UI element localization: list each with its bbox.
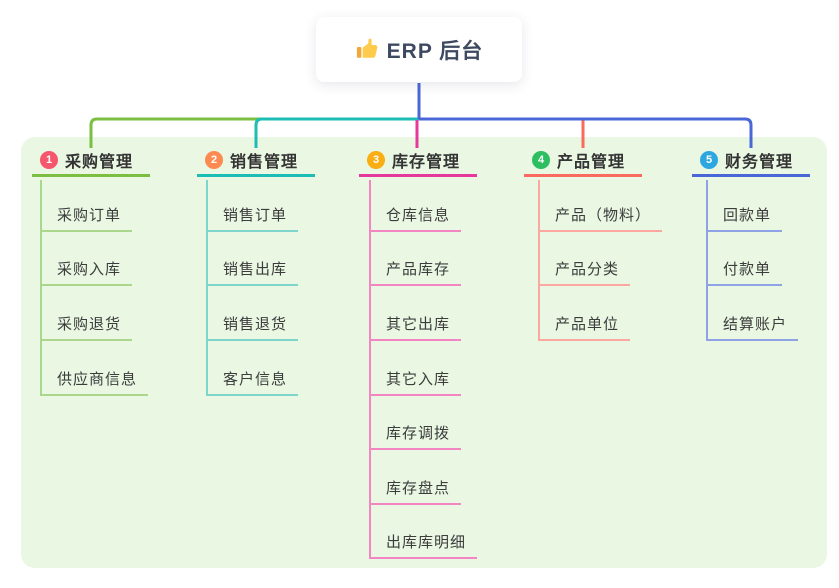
root-node[interactable]: ERP 后台 — [316, 17, 522, 82]
child-node[interactable]: 其它入库 — [369, 368, 461, 396]
child-label: 采购退货 — [57, 316, 122, 333]
child-node[interactable]: 产品分类 — [538, 258, 630, 286]
child-label: 采购订单 — [57, 207, 122, 224]
child-node[interactable]: 销售退货 — [206, 313, 298, 341]
branch-number-badge: 1 — [40, 151, 58, 169]
branch-children-line — [538, 180, 540, 341]
child-label: 产品（物料） — [555, 207, 652, 224]
child-label: 付款单 — [723, 261, 772, 278]
child-label: 库存调拨 — [386, 425, 451, 442]
branch-node-5[interactable]: 5 财务管理 — [692, 146, 810, 177]
branch-label: 产品管理 — [557, 154, 626, 171]
child-label: 供应商信息 — [57, 371, 138, 388]
child-label: 仓库信息 — [386, 207, 451, 224]
branch-number-badge: 5 — [700, 151, 718, 169]
child-node[interactable]: 产品单位 — [538, 313, 630, 341]
child-node[interactable]: 回款单 — [706, 204, 782, 232]
child-node[interactable]: 产品库存 — [369, 258, 461, 286]
branch-children-line — [206, 180, 208, 396]
child-node[interactable]: 结算账户 — [706, 313, 798, 341]
branch-number-badge: 2 — [205, 151, 223, 169]
child-label: 结算账户 — [723, 316, 788, 333]
child-node[interactable]: 产品（物料） — [538, 204, 662, 232]
child-node[interactable]: 库存调拨 — [369, 422, 461, 450]
child-node[interactable]: 销售出库 — [206, 258, 298, 286]
child-label: 回款单 — [723, 207, 772, 224]
child-label: 客户信息 — [223, 371, 288, 388]
child-label: 销售退货 — [223, 316, 288, 333]
child-label: 产品分类 — [555, 261, 620, 278]
branch-label: 采购管理 — [65, 154, 134, 171]
branch-node-1[interactable]: 1 采购管理 — [32, 146, 150, 177]
branch-label: 库存管理 — [392, 154, 461, 171]
branch-children-line — [706, 180, 708, 341]
child-label: 出库库明细 — [386, 534, 467, 551]
child-node[interactable]: 出库库明细 — [369, 531, 477, 559]
child-node[interactable]: 采购订单 — [40, 204, 132, 232]
child-node[interactable]: 销售订单 — [206, 204, 298, 232]
child-node[interactable]: 供应商信息 — [40, 368, 148, 396]
branch-label: 财务管理 — [725, 154, 794, 171]
child-label: 销售出库 — [223, 261, 288, 278]
branches-background-panel — [21, 137, 827, 568]
branch-node-3[interactable]: 3 库存管理 — [359, 146, 477, 177]
branch-children-line — [40, 180, 42, 396]
child-label: 采购入库 — [57, 261, 122, 278]
child-node[interactable]: 库存盘点 — [369, 477, 461, 505]
child-node[interactable]: 采购退货 — [40, 313, 132, 341]
branch-number-badge: 4 — [532, 151, 550, 169]
child-label: 产品库存 — [386, 261, 451, 278]
branch-node-2[interactable]: 2 销售管理 — [197, 146, 315, 177]
child-label: 库存盘点 — [386, 480, 451, 497]
child-node[interactable]: 客户信息 — [206, 368, 298, 396]
child-node[interactable]: 付款单 — [706, 258, 782, 286]
child-node[interactable]: 仓库信息 — [369, 204, 461, 232]
root-title: ERP 后台 — [386, 39, 484, 63]
thumbs-up-icon — [355, 38, 378, 61]
child-label: 其它入库 — [386, 371, 451, 388]
branch-children-line — [369, 180, 371, 559]
child-node[interactable]: 其它出库 — [369, 313, 461, 341]
child-label: 其它出库 — [386, 316, 451, 333]
child-node[interactable]: 采购入库 — [40, 258, 132, 286]
branch-node-4[interactable]: 4 产品管理 — [524, 146, 642, 177]
child-label: 销售订单 — [223, 207, 288, 224]
child-label: 产品单位 — [555, 316, 620, 333]
branch-label: 销售管理 — [230, 154, 299, 171]
branch-number-badge: 3 — [367, 151, 385, 169]
